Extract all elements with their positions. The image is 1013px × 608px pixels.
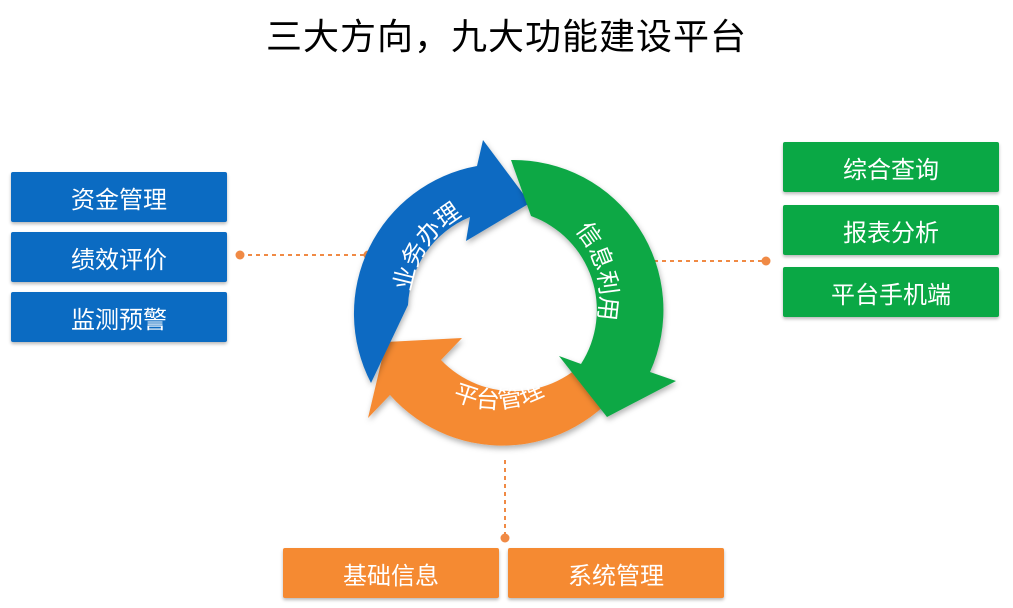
left-item-performance[interactable]: 绩效评价 xyxy=(11,232,227,282)
connector-bottom xyxy=(500,460,510,543)
page-title: 三大方向，九大功能建设平台 xyxy=(265,17,747,58)
right-item-query[interactable]: 综合查询 xyxy=(783,142,999,192)
segment-orange-arrow xyxy=(368,338,632,446)
segment-blue-arrow xyxy=(353,140,530,383)
right-item-report[interactable]: 报表分析 xyxy=(783,205,999,255)
left-item-monitoring[interactable]: 监测预警 xyxy=(11,292,227,342)
right-item-mobile[interactable]: 平台手机端 xyxy=(783,267,999,317)
bottom-item-system-admin[interactable]: 系统管理 xyxy=(508,548,724,598)
bottom-item-basic-info[interactable]: 基础信息 xyxy=(283,548,499,598)
segment-green-arrow xyxy=(511,159,676,417)
left-item-funds[interactable]: 资金管理 xyxy=(11,172,227,222)
connector-left xyxy=(235,250,373,260)
